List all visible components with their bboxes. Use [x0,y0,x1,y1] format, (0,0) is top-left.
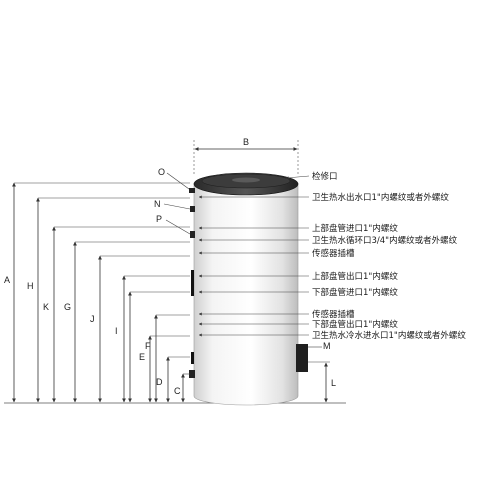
callout-sensor-slot-lower: 传感器插槽 [312,309,355,320]
tank-fittings [189,188,308,378]
callout-lower-coil-outlet: 下部盘管出口1"内螺纹 [312,319,398,330]
callout-lower-coil-inlet: 下部盘管进口1"内螺纹 [312,287,398,298]
dimension-label-b: B [243,137,249,147]
dimension-label-k: K [43,302,49,312]
dimension-label-a: A [4,275,10,285]
callout-labels: 检修口 卫生热水出水口1"内螺纹或者外螺纹 上部盘管进口1"内螺纹 卫生热水循环… [312,171,466,341]
callout-hot-water-circulation: 卫生热水循环口3/4"内螺纹或者外螺纹 [312,235,458,246]
dimension-l: L [308,361,336,403]
dimension-label-e: E [139,352,145,362]
dimension-label-i: I [115,326,118,336]
cold-inlet-fitting [189,370,195,378]
callout-inspection-port: 检修口 [312,171,338,182]
dimension-label-c: C [174,386,181,396]
dimension-label-l: L [331,378,336,388]
tank-body [193,172,299,406]
callout-arrows [198,175,310,337]
port-label-p: P [156,214,162,224]
left-dimensions: A H K G J I F E D C [4,182,190,403]
port-o-fitting [189,188,195,193]
port-label-m: M [323,341,331,351]
port-letters: O N P M [154,167,331,351]
port-p-fitting [190,231,195,238]
port-label-o: O [158,167,165,177]
port-m-box [296,344,308,372]
dimension-label-h: H [27,281,34,291]
port-label-n: N [154,199,161,209]
dimension-label-g: G [64,302,71,312]
dimension-label-j: J [90,314,95,324]
coil-upper-fitting [191,270,194,296]
callout-sensor-slot-upper: 传感器插槽 [312,248,355,259]
dimension-b: B [193,137,299,176]
port-n-fitting [190,206,195,212]
coil-lower-fitting [191,352,194,364]
callout-upper-coil-inlet: 上部盘管进口1"内螺纹 [312,223,398,234]
dimension-label-d: D [156,377,163,387]
callout-cold-water-inlet: 卫生热水冷水进水口1"内螺纹或者外螺纹 [312,330,466,341]
callout-hot-water-outlet: 卫生热水出水口1"内螺纹或者外螺纹 [312,192,449,203]
callout-upper-coil-outlet: 上部盘管出口1"内螺纹 [312,271,398,282]
